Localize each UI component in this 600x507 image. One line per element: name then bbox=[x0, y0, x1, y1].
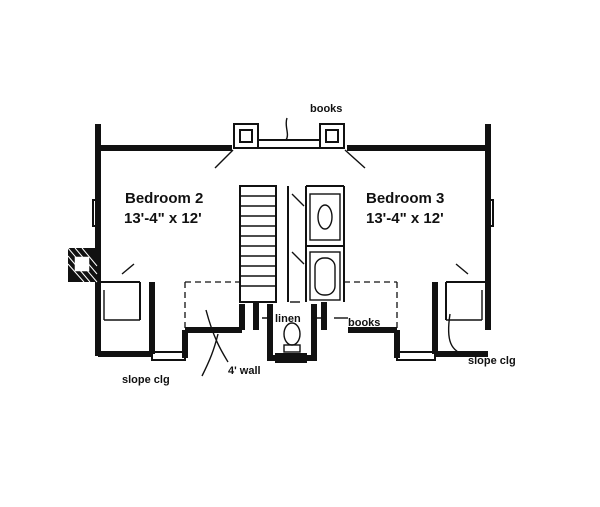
label-books-right: books bbox=[348, 317, 380, 329]
bath-area bbox=[253, 185, 345, 361]
room-name-bedroom-2: Bedroom 2 bbox=[125, 190, 203, 207]
dormer-windows bbox=[214, 123, 366, 169]
room-name-bedroom-3: Bedroom 3 bbox=[366, 190, 444, 207]
room-dimensions-bedroom-3: 13'-4" x 12' bbox=[366, 210, 444, 227]
exterior-walls bbox=[95, 124, 491, 358]
room-dimensions-bedroom-2: 13'-4" x 12' bbox=[124, 210, 202, 227]
staircase bbox=[239, 185, 277, 303]
four-foot-wall-lines bbox=[184, 281, 398, 330]
label-4-wall: 4' wall bbox=[228, 365, 261, 377]
label-slope-clg-right: slope clg bbox=[468, 355, 516, 367]
lower-windows bbox=[151, 351, 436, 363]
side-windows bbox=[92, 199, 494, 227]
leader-arrows bbox=[201, 117, 469, 377]
chimney bbox=[67, 247, 98, 283]
closets bbox=[98, 263, 486, 321]
label-slope-clg-left: slope clg bbox=[122, 374, 170, 386]
label-linen: linen bbox=[275, 313, 301, 325]
label-books-top: books bbox=[310, 103, 342, 115]
